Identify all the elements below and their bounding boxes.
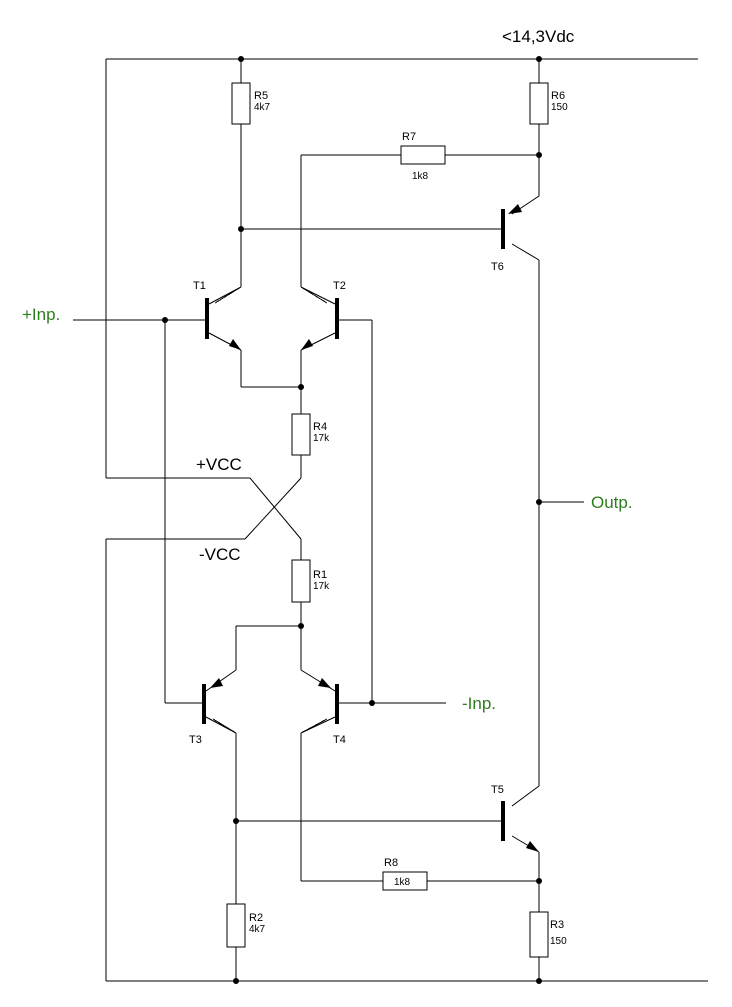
t4-label: T4 [333,734,346,746]
r7-name: R7 [402,131,416,143]
supply-voltage-label: <14,3Vdc [502,27,575,46]
r4-value: 17k [313,433,330,444]
r5-value: 4k7 [254,102,271,113]
t5-label: T5 [491,784,504,796]
resistor-r7: R7 1k8 [400,131,446,182]
t6-label: T6 [491,261,504,273]
plus-input-label: +Inp. [22,305,60,324]
r3-name: R3 [550,919,564,931]
transistor-t1: T1 [193,280,242,351]
r6-name: R6 [551,90,565,102]
junction-dots [162,56,542,984]
r8-name: R8 [384,857,398,869]
minus-input-label: -Inp. [462,694,496,713]
r7-value: 1k8 [412,171,429,182]
resistor-r3: R3 150 [529,911,567,958]
r2-name: R2 [249,912,263,924]
resistor-r5: R5 4k7 [231,82,271,125]
r2-value: 4k7 [249,924,266,935]
resistor-r8: R8 1k8 [382,857,428,891]
r5-name: R5 [254,90,268,102]
r8-value: 1k8 [394,877,411,888]
transistor-t2: T2 [300,280,346,351]
resistor-r6: R6 150 [529,82,568,125]
t3-label: T3 [189,734,202,746]
neg-vcc-label: -VCC [199,545,241,564]
transistor-t5: T5 [491,784,539,852]
t1-label: T1 [193,280,206,292]
resistor-r4: R4 17k [291,413,330,456]
pos-vcc-label: +VCC [196,455,242,474]
transistor-t4: T4 [300,669,346,746]
wires [73,58,708,982]
t2-label: T2 [333,280,346,292]
transistor-t6: T6 [491,204,522,273]
r1-value: 17k [313,581,330,592]
r3-value: 150 [550,936,567,947]
r1-name: R1 [313,569,327,581]
r4-name: R4 [313,421,327,433]
r6-value: 150 [551,102,568,113]
transistor-t3: T3 [189,669,237,746]
resistor-r2: R2 4k7 [226,903,266,948]
output-label: Outp. [591,493,633,512]
resistor-r1: R1 17k [291,559,330,603]
